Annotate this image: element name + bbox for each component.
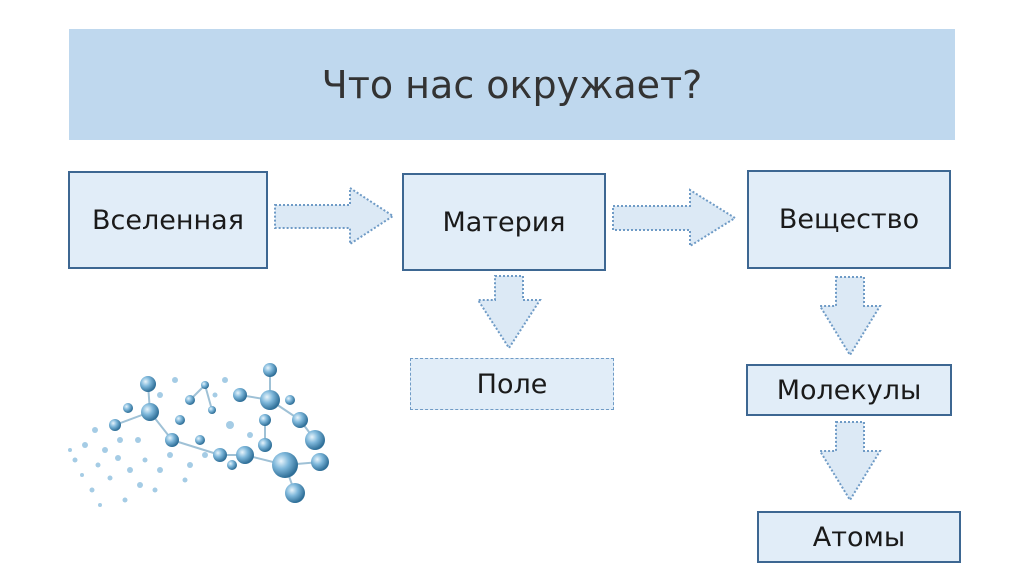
arrow-matter-to-substance xyxy=(612,188,737,248)
arrow-substance-to-molecules xyxy=(818,276,882,357)
node-molecules: Молекулы xyxy=(746,364,952,416)
node-universe: Вселенная xyxy=(68,171,268,269)
title-banner: Что нас окружает? xyxy=(69,29,955,140)
node-matter: Материя xyxy=(402,173,606,271)
node-substance: Вещество xyxy=(747,170,951,269)
arrow-molecules-to-atoms xyxy=(818,421,882,502)
arrow-matter-to-field xyxy=(476,275,542,350)
node-atoms: Атомы xyxy=(757,511,961,563)
slide-title: Что нас окружает? xyxy=(321,62,703,107)
arrow-universe-to-matter xyxy=(274,186,395,246)
node-field: Поле xyxy=(410,358,614,410)
